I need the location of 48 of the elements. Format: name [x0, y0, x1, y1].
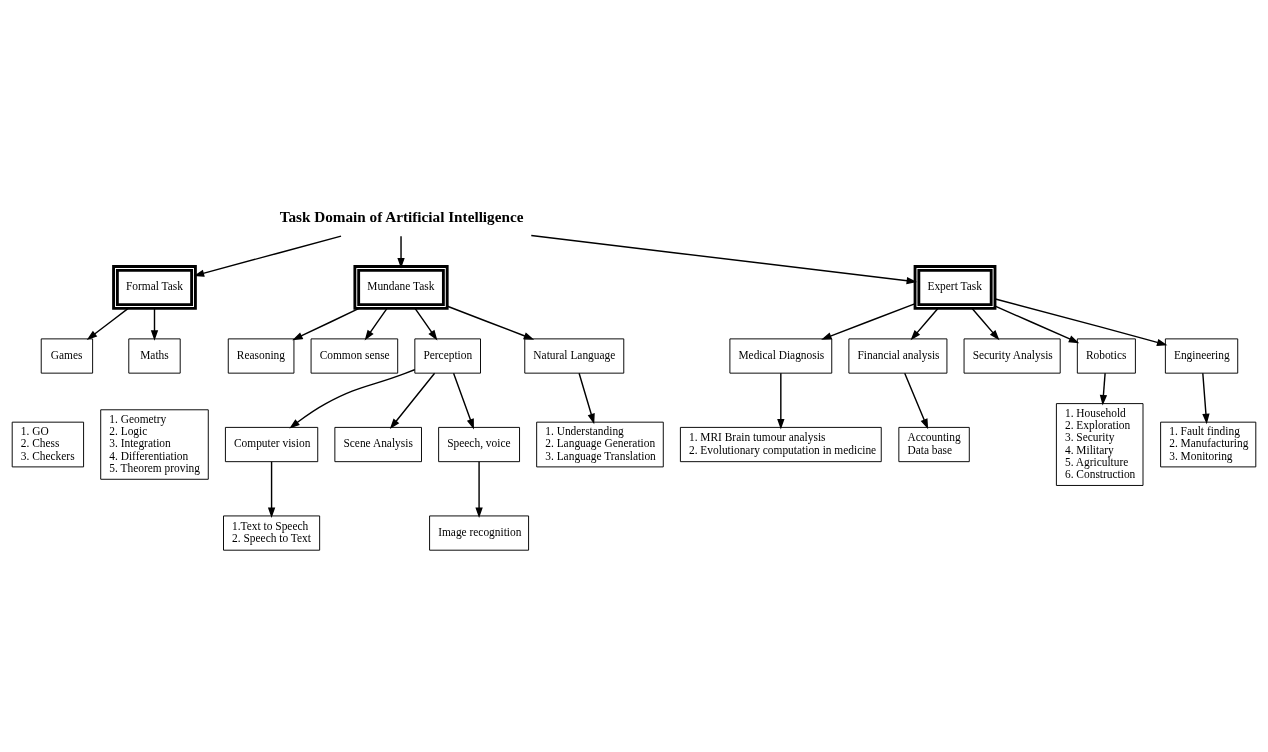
arrow [364, 307, 388, 341]
node-box: Computer vision [224, 426, 319, 463]
arrow [292, 307, 360, 341]
node-box: Image recognition [429, 515, 530, 551]
node-box: Maths [128, 338, 181, 374]
arrow [1202, 372, 1210, 425]
node-box: 1.Text to Speech 2. Speech to Text [223, 515, 321, 551]
arrow [910, 307, 939, 341]
arrow [389, 372, 436, 430]
node-box: 1. Fault finding 2. Manufacturing 3. Monitoring [1160, 421, 1257, 468]
arrow [414, 307, 438, 341]
node-box: Reasoning [227, 338, 295, 374]
arrow [446, 305, 535, 340]
arrow [397, 235, 405, 269]
arrow [578, 372, 595, 425]
arrow [452, 372, 474, 430]
arrow [1099, 372, 1108, 406]
node-box: Common sense [310, 338, 399, 374]
node-box: 1. MRI Brain tumour analysis 2. Evolutionary computation in medicine [679, 426, 882, 463]
arrow [289, 369, 416, 429]
node-box: Engineering [1164, 338, 1239, 374]
arrow [821, 303, 916, 340]
node-box: Perception [414, 338, 481, 374]
node-box: Games [40, 338, 94, 374]
arrow [267, 461, 276, 519]
node-box: Security Analysis [963, 338, 1061, 374]
arrow [86, 307, 129, 340]
arrow [777, 372, 785, 430]
node-box: Financial analysis [848, 338, 948, 374]
arrow [971, 307, 1000, 341]
arrow [904, 372, 929, 430]
node-box: Natural Language [524, 338, 625, 374]
node-box: 1. GO 2. Chess 3. Checkers [11, 421, 85, 468]
node-box: Speech, voice [438, 426, 520, 463]
node-text: Task Domain of Artificial Intelligence [279, 207, 524, 225]
arrow [150, 307, 159, 341]
arrow [475, 461, 483, 519]
arrow [994, 305, 1080, 344]
node-box: 1. Understanding 2. Language Generation 3. Language Translation [536, 421, 664, 468]
arrow [530, 234, 918, 285]
node-box: 1. Household 2. Exploration 3. Security 4. Military 5. Agriculture 6. Construction [1055, 403, 1144, 486]
arrow [994, 298, 1168, 346]
node-box: 1. Geometry 2. Logic 3. Integration 4. Differentiation 5. Theorem proving [100, 409, 209, 480]
node-box: Accounting Data base [898, 426, 970, 463]
arrow [193, 235, 342, 277]
node-box: Robotics [1076, 338, 1136, 374]
node-box: Scene Analysis [334, 426, 422, 463]
node-box: Medical Diagnosis [729, 338, 833, 374]
